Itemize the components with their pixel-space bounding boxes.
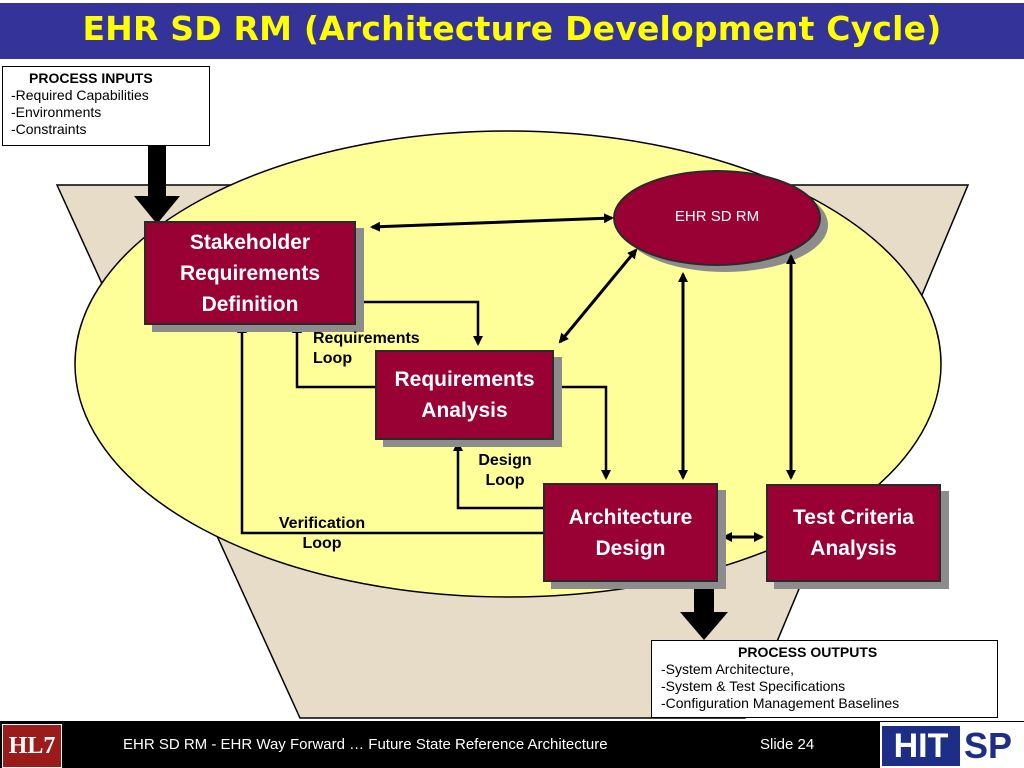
- process-input-item: -Environments: [11, 104, 102, 120]
- design-loop-label: Design Loop: [467, 451, 543, 491]
- stakeholder-line-1: Stakeholder: [189, 230, 311, 254]
- hitsp-logo: HIT SP: [880, 722, 1024, 768]
- design-loop-line-2: Loop: [485, 472, 525, 489]
- verification-loop-arrow: [237, 323, 544, 535]
- slide-number: Slide 24: [760, 736, 815, 753]
- footer-bar: [0, 721, 1024, 768]
- title-stripe-bottom: [0, 59, 1024, 62]
- ehr-sd-rm-label: EHR SD RM: [674, 208, 760, 225]
- design-loop-arrow: [453, 441, 544, 510]
- process-output-item: -Configuration Management Baselines: [661, 695, 900, 711]
- process-output-item: -System Architecture,: [661, 661, 795, 677]
- process-input-item: -Constraints: [11, 121, 87, 137]
- footer-caption: EHR SD RM - EHR Way Forward … Future Sta…: [123, 736, 608, 753]
- stakeholder-line-2: Requirements: [179, 261, 321, 285]
- architecture-design-box: Architecture Design: [543, 483, 718, 582]
- page-title: EHR SD RM (Architecture Development Cycl…: [82, 9, 942, 48]
- reqanalysis-line-2: Analysis: [421, 399, 508, 422]
- stakeholder-requirements-box: Stakeholder Requirements Definition: [144, 221, 356, 325]
- archdesign-line-2: Design: [595, 536, 666, 560]
- testcriteria-line-2: Analysis: [810, 537, 897, 560]
- arrow-stakeholder-ehr: [370, 213, 614, 232]
- requirements-loop-arrow: [292, 323, 376, 389]
- process-inputs-heading: PROCESS INPUTS: [29, 70, 153, 86]
- arrow-reqanalysis-to-archdesign: [552, 385, 611, 480]
- hl7-logo: HL7: [2, 724, 62, 768]
- arrow-reqanalysis-ehr: [558, 248, 638, 344]
- title-bar: [0, 0, 1024, 62]
- title-stripe-top: [0, 0, 1024, 3]
- req-loop-line-1: Requirements: [313, 330, 420, 347]
- process-inputs-box: PROCESS INPUTS -Required Capabilities -E…: [2, 66, 210, 146]
- process-input-item: -Required Capabilities: [11, 87, 149, 103]
- process-outputs-heading: PROCESS OUTPUTS: [738, 644, 878, 660]
- archdesign-line-1: Architecture: [568, 505, 693, 529]
- design-loop-line-1: Design: [478, 452, 532, 469]
- hitsp-logo-sp: SP: [964, 725, 1013, 766]
- stakeholder-line-3: Definition: [201, 292, 299, 316]
- test-criteria-box: Test Criteria Analysis: [766, 484, 941, 582]
- process-output-arrow: [680, 584, 728, 640]
- reqanalysis-line-1: Requirements: [394, 368, 535, 391]
- requirements-analysis-box: Requirements Analysis: [375, 350, 554, 440]
- arrow-stakeholder-to-reqanalysis: [355, 300, 483, 346]
- process-output-item: -System & Test Specifications: [661, 678, 846, 694]
- process-input-arrow: [134, 146, 180, 224]
- testcriteria-line-1: Test Criteria: [793, 506, 914, 529]
- requirements-loop-label: Requirements Loop: [313, 329, 420, 369]
- process-outputs-box: PROCESS OUTPUTS -System Architecture, -S…: [651, 640, 998, 718]
- verif-loop-line-1: Verification: [278, 515, 366, 532]
- req-loop-line-2: Loop: [313, 350, 353, 367]
- ehr-sd-rm-oval: [613, 170, 821, 266]
- hitsp-logo-hi: HIT: [882, 726, 960, 766]
- verif-loop-line-2: Loop: [302, 535, 342, 552]
- verification-loop-label: Verification Loop: [262, 514, 382, 554]
